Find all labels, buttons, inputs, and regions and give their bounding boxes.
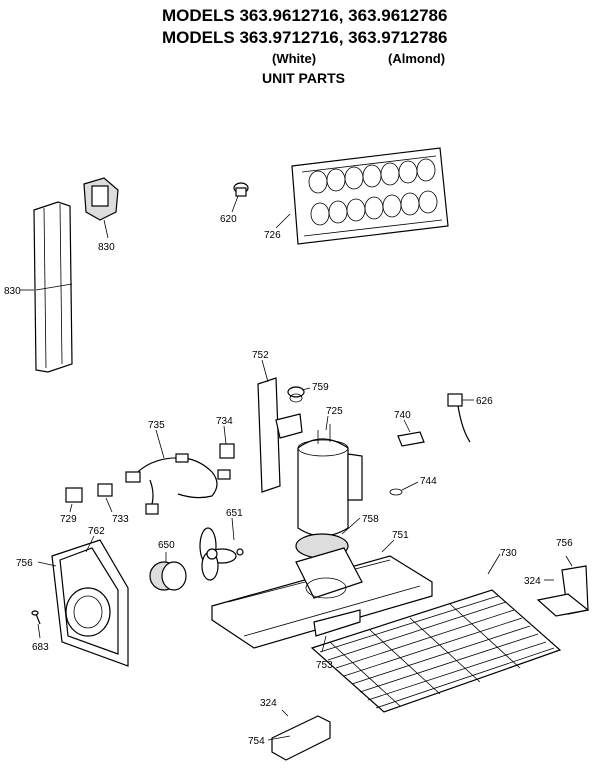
label-735: 735: [148, 420, 165, 431]
label-740: 740: [394, 410, 411, 421]
label-725: 725: [326, 406, 343, 417]
part-830-bracket: [83, 177, 119, 221]
label-651: 651: [226, 508, 243, 519]
part-734-overload: [219, 443, 235, 459]
label-620: 620: [220, 214, 237, 225]
label-324-bracket: 324: [524, 576, 541, 587]
label-762: 762: [88, 526, 105, 537]
part-726-evaporator: [291, 147, 449, 245]
label-733: 733: [112, 514, 129, 525]
part-725-compressor: [297, 424, 363, 537]
label-751: 751: [392, 530, 409, 541]
label-830-channel: 830: [4, 286, 21, 297]
part-762-baffle: [59, 547, 119, 655]
label-729: 729: [60, 514, 77, 525]
part-683-screw: [31, 610, 41, 625]
part-730-condenser: [310, 589, 562, 713]
label-734: 734: [216, 416, 233, 427]
label-726: 726: [264, 230, 281, 241]
label-753: 753: [316, 660, 333, 671]
part-830-channel: [33, 201, 73, 373]
label-759: 759: [312, 382, 329, 393]
label-754: 754: [248, 736, 265, 747]
label-650: 650: [158, 540, 175, 551]
section-title: UNIT PARTS: [262, 70, 345, 86]
part-753-rail: [313, 609, 361, 637]
label-830-bracket: 830: [98, 242, 115, 253]
part-626-sensor: [447, 393, 471, 443]
part-729-capacitor: [65, 487, 83, 503]
part-751-base-pan: [211, 547, 433, 649]
label-756-bracket: 756: [556, 538, 573, 549]
models-line-1: MODELS 363.9612716, 363.9612786: [162, 6, 448, 25]
label-758: 758: [362, 514, 379, 525]
label-730: 730: [500, 548, 517, 559]
label-626: 626: [476, 396, 493, 407]
label-683: 683: [32, 642, 49, 653]
part-756-bracket: [536, 565, 590, 617]
part-651-fan-blade: [199, 527, 244, 581]
part-735-harness: [125, 453, 231, 515]
part-650-fan-motor: [149, 561, 187, 591]
part-759-grommet: [287, 386, 305, 403]
part-740-relay: [397, 431, 425, 447]
part-733-connector: [97, 483, 113, 497]
color-almond-label: (Almond): [388, 51, 446, 66]
color-white-label: (White): [272, 51, 317, 66]
leader-lines: [20, 195, 573, 741]
label-756-shroud: 756: [16, 558, 33, 569]
part-754-block: [271, 715, 331, 761]
label-752: 752: [252, 350, 269, 361]
part-744-clip: [389, 488, 403, 496]
models-line-2: MODELS 363.9712716, 363.9712786: [162, 28, 448, 47]
label-324-block: 324: [260, 698, 277, 709]
part-620-plug: [233, 182, 249, 197]
part-752-bracket: [257, 377, 303, 493]
label-744: 744: [420, 476, 437, 487]
